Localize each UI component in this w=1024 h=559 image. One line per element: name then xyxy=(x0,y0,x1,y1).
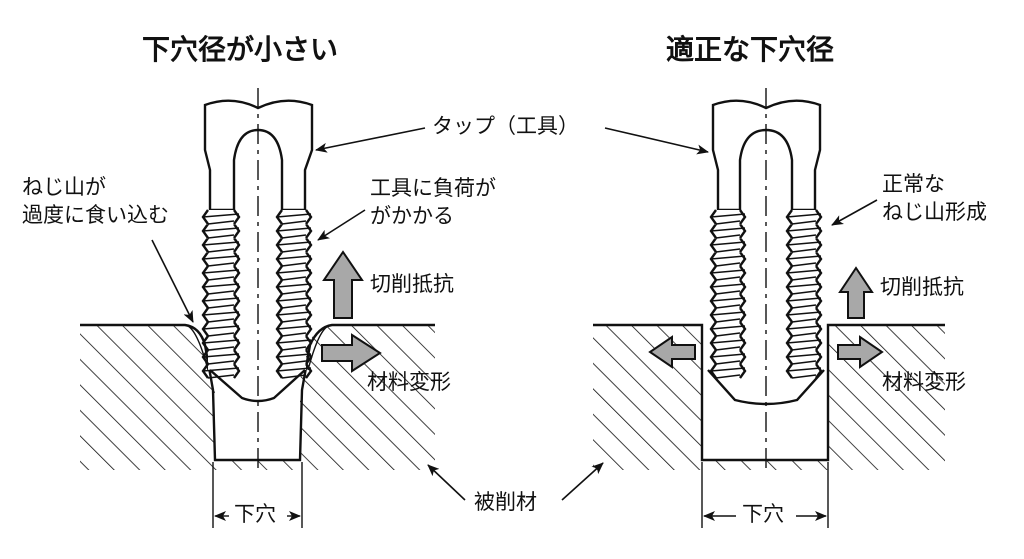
cutting-resistance-label-left: 切削抵抗 xyxy=(370,272,454,296)
tap-right xyxy=(707,88,825,470)
tool-load-label-line1: 工具に負荷が xyxy=(370,176,496,200)
thread-bite-label-line2: 過度に食い込む xyxy=(22,203,169,227)
tap-tool-label: タップ（工具） xyxy=(432,114,579,138)
material-deformation-arrow-left xyxy=(321,333,382,373)
cutting-resistance-arrow-left xyxy=(322,250,364,319)
thread-crest-lines xyxy=(276,213,312,379)
pilot-hole-dimension-left xyxy=(212,462,303,528)
thread-crest-lines xyxy=(786,213,822,379)
normal-thread-label-line2: ねじ山形成 xyxy=(882,200,987,224)
workpiece-right xyxy=(593,323,945,470)
workpiece-leader-right xyxy=(561,462,604,501)
tap-left xyxy=(201,88,314,470)
thread-bite-label-line1: ねじ山が xyxy=(22,175,106,199)
panel-title-small-hole: 下穴径が小さい xyxy=(142,33,339,66)
normal-thread-leader xyxy=(831,199,878,226)
tap-leader-right xyxy=(604,127,709,155)
thread-crest-lines xyxy=(202,213,240,379)
tool-load-leader xyxy=(317,209,366,241)
cutting-resistance-label-right: 切削抵抗 xyxy=(880,275,964,299)
tool-load-label-line2: がかかる xyxy=(370,204,454,228)
material-deformation-label-right: 材料変形 xyxy=(882,370,966,394)
panel-small-hole xyxy=(80,88,435,528)
material-deformation-arrow-right xyxy=(837,335,884,369)
workpiece-label: 被削材 xyxy=(474,490,537,514)
panel-proper-hole xyxy=(593,88,945,528)
normal-thread-label-line1: 正常な xyxy=(882,172,945,196)
cutting-resistance-arrow-right xyxy=(838,266,874,319)
panel-title-proper-hole: 適正な下穴径 xyxy=(666,33,835,66)
material-deformation-label-left: 材料変形 xyxy=(367,370,451,394)
workpiece-leader-left xyxy=(427,464,466,501)
pilot-hole-dimension-right xyxy=(701,462,829,528)
pilot-hole-label-left: 下穴 xyxy=(234,502,276,526)
material-deformation-arrow-left-side xyxy=(648,335,696,369)
thread-crest-lines xyxy=(710,213,746,379)
tap-leader-left xyxy=(315,127,426,153)
thread-bite-leader xyxy=(151,239,194,323)
pilot-hole-label-right: 下穴 xyxy=(742,502,784,526)
